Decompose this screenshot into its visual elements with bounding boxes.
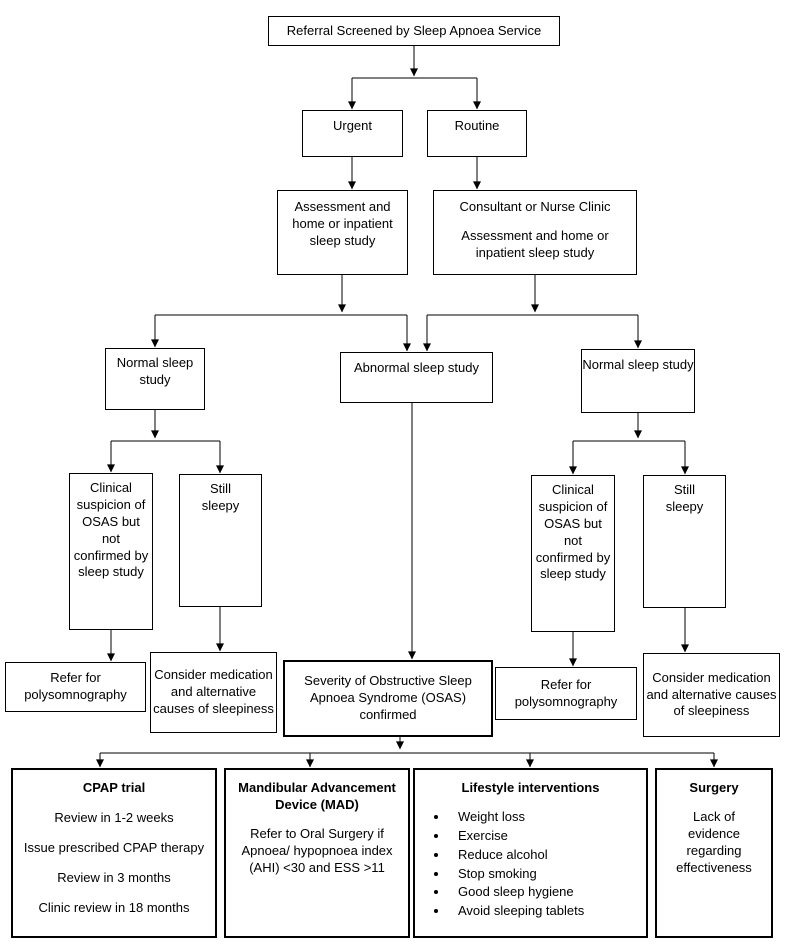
node-mad-title: Mandibular Advancement Device (MAD): [238, 780, 396, 812]
node-consider-medication-right: Consider medication and alternative caus…: [643, 653, 780, 737]
node-cpap-trial: CPAP trial Review in 1-2 weeks Issue pre…: [11, 768, 217, 938]
node-clinical-suspicion-left: Clinical suspicion of OSAS but not confi…: [69, 473, 153, 630]
node-clinical-suspicion-right: Clinical suspicion of OSAS but not confi…: [531, 475, 615, 632]
node-consider-medication-left: Consider medication and alternative caus…: [150, 652, 277, 733]
node-refer-right-label: Refer for polysomnography: [514, 676, 618, 709]
node-cpap-line: Review in 3 months: [57, 869, 171, 885]
node-routine: Routine: [427, 110, 527, 157]
node-referral-screened: Referral Screened by Sleep Apnoea Servic…: [268, 16, 560, 46]
node-normal-right-label: Normal sleep study: [582, 357, 694, 372]
node-abnormal-sleep-study: Abnormal sleep study: [340, 352, 493, 403]
node-normal-sleep-study-left: Normal sleep study: [105, 348, 205, 410]
node-routine-label: Routine: [454, 118, 500, 133]
node-normal-sleep-study-right: Normal sleep study: [581, 349, 695, 413]
lifestyle-bullet-item: Avoid sleeping tablets: [449, 903, 646, 920]
node-consider-left-label: Consider medication and alternative caus…: [153, 667, 274, 716]
node-cpap-line: Issue prescribed CPAP therapy: [23, 839, 205, 855]
node-surgery-body: Lack of evidence regarding effectiveness: [676, 808, 752, 875]
node-severity-label: Severity of Obstructive Sleep Apnoea Syn…: [304, 673, 472, 722]
node-referral-label: Referral Screened by Sleep Apnoea Servic…: [286, 22, 542, 38]
node-refer-polysomnography-left: Refer for polysomnography: [5, 662, 146, 712]
node-consultant-line1: Consultant or Nurse Clinic: [459, 199, 611, 214]
lifestyle-bullet-item: Stop smoking: [449, 866, 646, 883]
node-still-sleepy-left: Still sleepy: [179, 474, 262, 607]
node-cpap-title: CPAP trial: [82, 780, 146, 795]
node-mandibular-advancement-device: Mandibular Advancement Device (MAD) Refe…: [224, 768, 410, 938]
node-abnormal-label: Abnormal sleep study: [353, 360, 479, 375]
lifestyle-bullet-item: Weight loss: [449, 809, 646, 826]
node-surgery: Surgery Lack of evidence regarding effec…: [655, 768, 773, 938]
node-urgent-assessment-label: Assessment and home or inpatient sleep s…: [292, 199, 393, 248]
node-still-sleepy-right: Still sleepy: [643, 475, 726, 608]
node-still-sleepy-right-label: Still sleepy: [665, 482, 704, 514]
node-consultant-nurse-clinic: Consultant or Nurse Clinic Assessment an…: [433, 190, 637, 275]
node-consider-right-label: Consider medication and alternative caus…: [646, 669, 777, 719]
node-refer-left-label: Refer for polysomnography: [24, 670, 127, 702]
node-clinical-suspicion-right-label: Clinical suspicion of OSAS but not confi…: [535, 482, 611, 582]
lifestyle-bullet-item: Good sleep hygiene: [449, 884, 646, 901]
node-urgent: Urgent: [302, 110, 403, 157]
lifestyle-bullet-item: Exercise: [449, 828, 646, 845]
node-severity-osas-confirmed: Severity of Obstructive Sleep Apnoea Syn…: [283, 660, 493, 737]
node-cpap-line: Review in 1-2 weeks: [54, 809, 174, 825]
node-still-sleepy-left-label: Still sleepy: [201, 481, 240, 513]
node-cpap-line: Clinic review in 18 months: [38, 899, 190, 915]
node-clinical-suspicion-left-label: Clinical suspicion of OSAS but not confi…: [73, 480, 149, 580]
node-normal-left-label: Normal sleep study: [116, 355, 194, 387]
lifestyle-bullet-list: Weight loss Exercise Reduce alcohol Stop…: [415, 809, 646, 920]
lifestyle-bullet-item: Reduce alcohol: [449, 847, 646, 864]
node-surgery-title: Surgery: [689, 780, 739, 795]
node-lifestyle-interventions: Lifestyle interventions Weight loss Exer…: [413, 768, 648, 938]
node-mad-body: Refer to Oral Surgery if Apnoea/ hypopno…: [241, 825, 393, 875]
node-lifestyle-title: Lifestyle interventions: [461, 780, 600, 795]
node-urgent-assessment: Assessment and home or inpatient sleep s…: [277, 190, 408, 275]
node-consultant-line2: Assessment and home or inpatient sleep s…: [461, 227, 609, 260]
node-refer-polysomnography-right: Refer for polysomnography: [495, 667, 637, 720]
node-urgent-label: Urgent: [332, 118, 373, 133]
